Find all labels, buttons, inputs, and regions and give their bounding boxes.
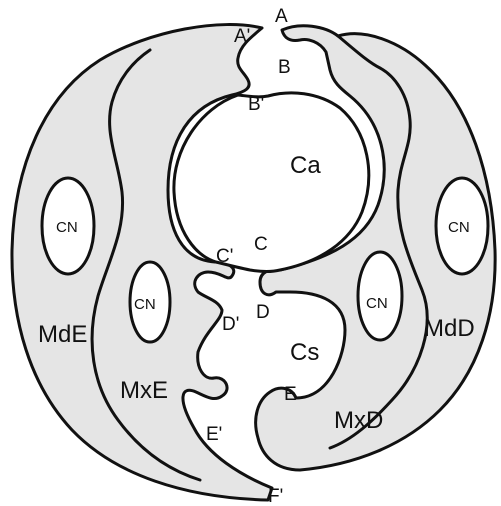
region-label-mdd: MdD [424,315,475,342]
right-inner-boundary [328,34,429,450]
nerve-canal-left-outer [40,176,96,276]
point-label-d-prime: D' [222,314,239,335]
left-stylet-shape [10,23,274,502]
nerve-canal-right-outer [434,176,490,276]
region-label-mxd: MxD [334,407,383,434]
nerve-label-right-inner: CN [366,295,388,312]
nerve-canal-right-inner [356,250,404,342]
point-label-a-prime: A' [234,26,250,47]
point-label-a: A [275,6,288,27]
nerve-label-left-outer: CN [56,219,78,236]
canal-label-cs: Cs [290,339,319,366]
point-label-b-prime: B' [248,94,264,115]
point-label-f-prime: F' [268,486,283,506]
right-stylet-shape [254,24,497,472]
point-label-c-prime: C' [216,246,233,267]
nerve-label-left-inner: CN [134,296,156,313]
nerve-label-right-outer: CN [448,219,470,236]
nerve-canal-left-inner [128,260,172,344]
region-label-mde: MdE [38,321,87,348]
central-canal-ca [172,91,371,273]
point-label-c: C [254,234,268,255]
point-label-e-prime: E' [206,424,222,445]
canal-label-ca: Ca [290,152,321,179]
region-label-mxe: MxE [120,377,168,404]
point-label-b: B [278,57,291,78]
point-label-e: E [284,384,297,405]
point-label-d: D [256,302,270,323]
left-inner-boundary [90,48,202,482]
